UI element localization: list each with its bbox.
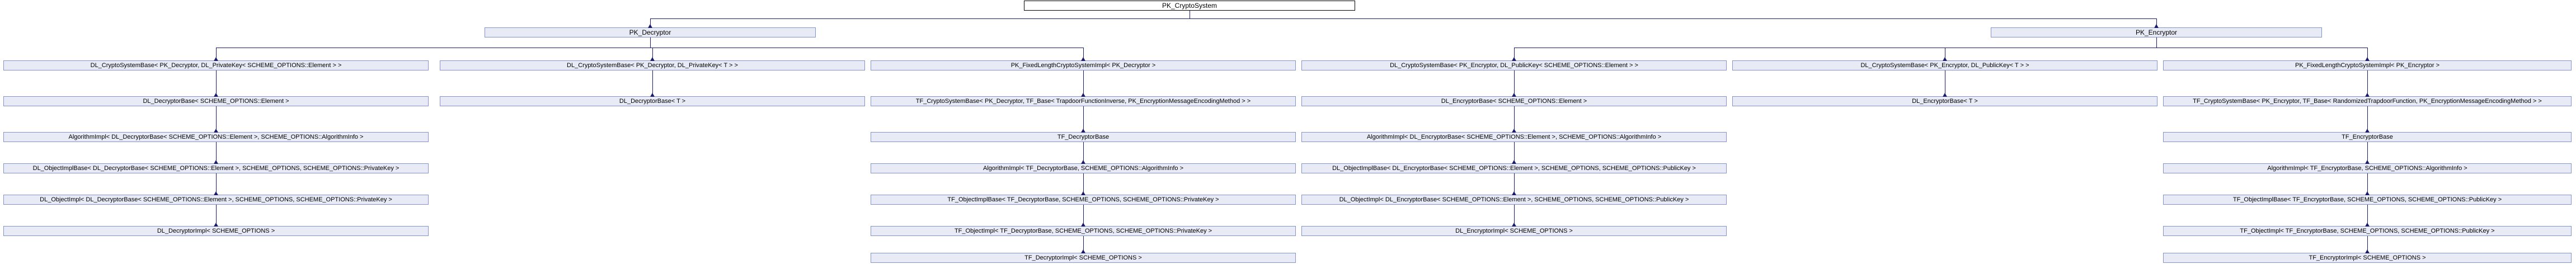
inheritance-edge bbox=[2367, 236, 2368, 250]
inheritance-edge bbox=[216, 142, 217, 161]
inheritance-arrow-icon bbox=[1512, 93, 1516, 97]
inheritance-edge bbox=[652, 48, 653, 58]
inheritance-edge bbox=[1083, 70, 1084, 93]
inheritance-arrow-icon bbox=[1512, 160, 1516, 164]
class-node[interactable]: TF_ObjectImpl< TF_DecryptorBase, SCHEME_… bbox=[871, 226, 1296, 236]
inheritance-edge bbox=[650, 37, 651, 48]
inheritance-edge bbox=[2367, 70, 2368, 93]
class-node[interactable]: DL_ObjectImpl< DL_DecryptorBase< SCHEME_… bbox=[3, 195, 429, 205]
inheritance-edge bbox=[216, 205, 217, 223]
class-node[interactable]: DL_ObjectImpl< DL_EncryptorBase< SCHEME_… bbox=[1301, 195, 1727, 205]
class-node[interactable]: TF_DecryptorBase bbox=[871, 132, 1296, 142]
inheritance-arrow-icon bbox=[1081, 93, 1085, 97]
inheritance-edge bbox=[2367, 48, 2368, 58]
inheritance-edge bbox=[216, 70, 217, 93]
class-node[interactable]: DL_DecryptorBase< T > bbox=[440, 96, 865, 106]
class-node[interactable]: AlgorithmImpl< TF_EncryptorBase, SCHEME_… bbox=[2163, 163, 2572, 173]
inheritance-arrow-icon bbox=[2365, 223, 2370, 227]
class-node[interactable]: DL_CryptoSystemBase< PK_Decryptor, DL_Pr… bbox=[440, 60, 865, 70]
inheritance-edge bbox=[216, 48, 217, 58]
class-node[interactable]: DL_CryptoSystemBase< PK_Decryptor, DL_Pr… bbox=[3, 60, 429, 70]
class-node[interactable]: DL_ObjectImplBase< DL_DecryptorBase< SCH… bbox=[3, 163, 429, 173]
inheritance-edge bbox=[650, 18, 651, 25]
inheritance-edge bbox=[1083, 106, 1084, 129]
inheritance-arrow-icon bbox=[2365, 93, 2370, 97]
inheritance-edge bbox=[1514, 70, 1515, 93]
inheritance-arrow-icon bbox=[1081, 223, 1085, 227]
inheritance-edge bbox=[2156, 37, 2157, 48]
inheritance-edge bbox=[1514, 48, 1515, 58]
class-node[interactable]: DL_CryptoSystemBase< PK_Encryptor, DL_Pu… bbox=[1301, 60, 1727, 70]
inheritance-edge bbox=[652, 70, 653, 93]
inheritance-arrow-icon bbox=[1943, 57, 1947, 61]
inheritance-edge bbox=[1514, 142, 1515, 161]
inheritance-arrow-icon bbox=[1081, 249, 1085, 253]
class-node[interactable]: DL_DecryptorBase< SCHEME_OPTIONS::Elemen… bbox=[3, 96, 429, 106]
inheritance-edge bbox=[1083, 236, 1084, 250]
inheritance-edge bbox=[650, 18, 1190, 19]
inheritance-arrow-icon bbox=[2365, 191, 2370, 195]
inheritance-arrow-icon bbox=[650, 93, 655, 97]
inheritance-arrow-icon bbox=[1512, 129, 1516, 133]
inheritance-edge bbox=[2367, 205, 2368, 223]
inheritance-edge bbox=[216, 106, 217, 129]
inheritance-edge bbox=[2367, 142, 2368, 161]
class-node[interactable]: PK_CryptoSystem bbox=[1024, 1, 1355, 11]
class-node[interactable]: TF_ObjectImplBase< TF_DecryptorBase, SCH… bbox=[871, 195, 1296, 205]
class-node[interactable]: TF_EncryptorImpl< SCHEME_OPTIONS > bbox=[2163, 253, 2572, 263]
class-node[interactable]: DL_EncryptorBase< SCHEME_OPTIONS::Elemen… bbox=[1301, 96, 1727, 106]
inheritance-edge bbox=[1083, 205, 1084, 223]
class-node[interactable]: DL_ObjectImplBase< DL_EncryptorBase< SCH… bbox=[1301, 163, 1727, 173]
class-node[interactable]: TF_ObjectImpl< TF_EncryptorBase, SCHEME_… bbox=[2163, 226, 2572, 236]
inheritance-edge bbox=[2367, 106, 2368, 129]
class-node[interactable]: TF_EncryptorBase bbox=[2163, 132, 2572, 142]
inheritance-arrow-icon bbox=[1512, 223, 1516, 227]
inheritance-arrow-icon bbox=[648, 24, 652, 28]
class-node[interactable]: TF_ObjectImplBase< TF_EncryptorBase, SCH… bbox=[2163, 195, 2572, 205]
class-node[interactable]: DL_DecryptorImpl< SCHEME_OPTIONS > bbox=[3, 226, 429, 236]
inheritance-edge bbox=[1083, 48, 1084, 58]
inheritance-arrow-icon bbox=[214, 57, 218, 61]
inheritance-arrow-icon bbox=[650, 57, 655, 61]
inheritance-arrow-icon bbox=[2365, 129, 2370, 133]
class-node[interactable]: TF_CryptoSystemBase< PK_Decryptor, TF_Ba… bbox=[871, 96, 1296, 106]
inheritance-arrow-icon bbox=[1943, 93, 1947, 97]
inheritance-arrow-icon bbox=[1512, 191, 1516, 195]
inheritance-arrow-icon bbox=[214, 160, 218, 164]
inheritance-arrow-icon bbox=[1081, 160, 1085, 164]
class-node[interactable]: AlgorithmImpl< DL_EncryptorBase< SCHEME_… bbox=[1301, 132, 1727, 142]
inheritance-arrow-icon bbox=[214, 129, 218, 133]
inheritance-arrow-icon bbox=[2365, 249, 2370, 253]
inheritance-arrow-icon bbox=[1081, 191, 1085, 195]
class-node[interactable]: TF_DecryptorImpl< SCHEME_OPTIONS > bbox=[871, 253, 1296, 263]
inheritance-arrow-icon bbox=[2365, 57, 2370, 61]
inheritance-edge bbox=[216, 173, 217, 192]
inheritance-arrow-icon bbox=[214, 191, 218, 195]
inheritance-edge bbox=[1083, 173, 1084, 192]
class-node[interactable]: AlgorithmImpl< TF_DecryptorBase, SCHEME_… bbox=[871, 163, 1296, 173]
inheritance-arrow-icon bbox=[2365, 160, 2370, 164]
class-node[interactable]: AlgorithmImpl< DL_DecryptorBase< SCHEME_… bbox=[3, 132, 429, 142]
inheritance-arrow-icon bbox=[2154, 24, 2159, 28]
class-node[interactable]: DL_EncryptorImpl< SCHEME_OPTIONS > bbox=[1301, 226, 1727, 236]
inheritance-arrow-icon bbox=[214, 223, 218, 227]
inheritance-edge bbox=[1514, 106, 1515, 129]
inheritance-arrow-icon bbox=[1512, 57, 1516, 61]
inheritance-arrow-icon bbox=[214, 93, 218, 97]
inheritance-edge bbox=[1083, 142, 1084, 161]
inheritance-edge bbox=[2367, 173, 2368, 192]
class-node[interactable]: PK_FixedLengthCryptoSystemImpl< PK_Decry… bbox=[871, 60, 1296, 70]
inheritance-edge bbox=[1190, 18, 2156, 19]
inheritance-arrow-icon bbox=[1081, 57, 1085, 61]
class-node[interactable]: PK_Encryptor bbox=[1991, 27, 2322, 37]
class-node[interactable]: DL_EncryptorBase< T > bbox=[1732, 96, 2157, 106]
class-node[interactable]: TF_CryptoSystemBase< PK_Encryptor, TF_Ba… bbox=[2163, 96, 2572, 106]
class-node[interactable]: PK_FixedLengthCryptoSystemImpl< PK_Encry… bbox=[2163, 60, 2572, 70]
inheritance-edge bbox=[1514, 173, 1515, 192]
class-node[interactable]: DL_CryptoSystemBase< PK_Encryptor, DL_Pu… bbox=[1732, 60, 2157, 70]
inheritance-edge bbox=[1514, 205, 1515, 223]
class-node[interactable]: PK_Decryptor bbox=[485, 27, 816, 37]
inheritance-arrow-icon bbox=[1081, 129, 1085, 133]
inheritance-edge bbox=[2156, 18, 2157, 25]
